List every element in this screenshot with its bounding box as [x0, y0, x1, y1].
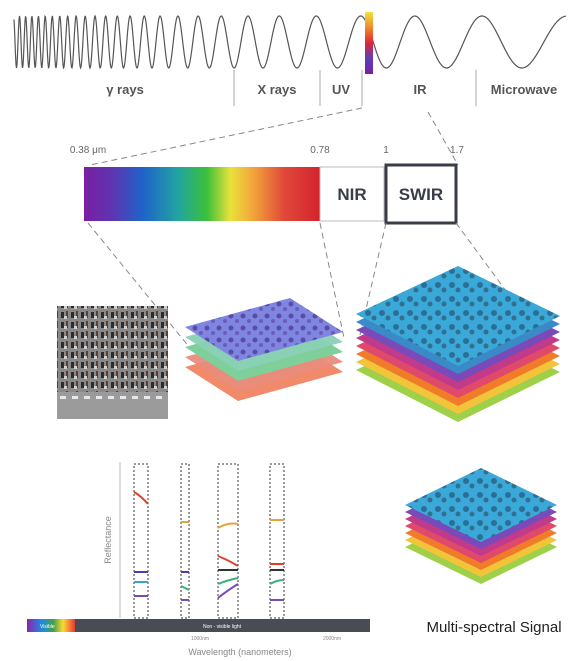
swir-label: SWIR — [399, 185, 443, 204]
swir-image-stack — [356, 266, 560, 422]
band-windows — [133, 463, 285, 619]
reflectance-chart: Reflectance Vi — [27, 462, 370, 657]
tick-17: 1.7 — [450, 145, 464, 156]
tick-078: 0.78 — [310, 145, 330, 156]
visible-image-stack — [185, 298, 343, 401]
band-separators — [233, 70, 477, 106]
band-ir: IR — [414, 82, 428, 97]
tick-038: 0.38 μm — [70, 145, 106, 156]
spectrum-scale-bar: NIR SWIR — [84, 163, 458, 225]
multispectral-caption: Multi-spectral Signal — [426, 619, 561, 636]
x-axis-label: Wavelength (nanometers) — [188, 647, 291, 657]
swir-box — [384, 163, 458, 225]
nir-label: NIR — [337, 185, 366, 204]
em-wave — [13, 12, 567, 74]
multispectral-stack — [405, 468, 557, 584]
band-microwave: Microwave — [491, 82, 557, 97]
tick-1000nm: 1000nm — [191, 636, 209, 642]
nir-box — [319, 166, 385, 222]
crowd-photo — [57, 306, 168, 419]
y-axis-label: Reflectance — [103, 516, 113, 564]
visible-slice — [365, 12, 373, 74]
tick-1: 1 — [383, 145, 389, 156]
wave-line — [13, 14, 567, 70]
band-xray: X rays — [257, 82, 296, 97]
visible-gradient — [84, 167, 320, 221]
band-uv: UV — [332, 82, 350, 97]
nonvisible-bar-label: Non - visible light — [203, 624, 242, 630]
tick-2000nm: 2000nm — [323, 636, 341, 642]
visible-bar — [27, 619, 75, 632]
band-labels: γ rays X rays UV IR Microwave — [106, 82, 557, 97]
zoom-lines-top — [89, 107, 459, 166]
reflectance-curves — [133, 491, 285, 601]
visible-bar-label: Visible — [40, 624, 55, 630]
band-gamma: γ rays — [106, 82, 144, 97]
nonvisible-bar — [75, 619, 370, 632]
scale-ticks: 0.38 μm 0.78 1 1.7 — [70, 145, 465, 156]
